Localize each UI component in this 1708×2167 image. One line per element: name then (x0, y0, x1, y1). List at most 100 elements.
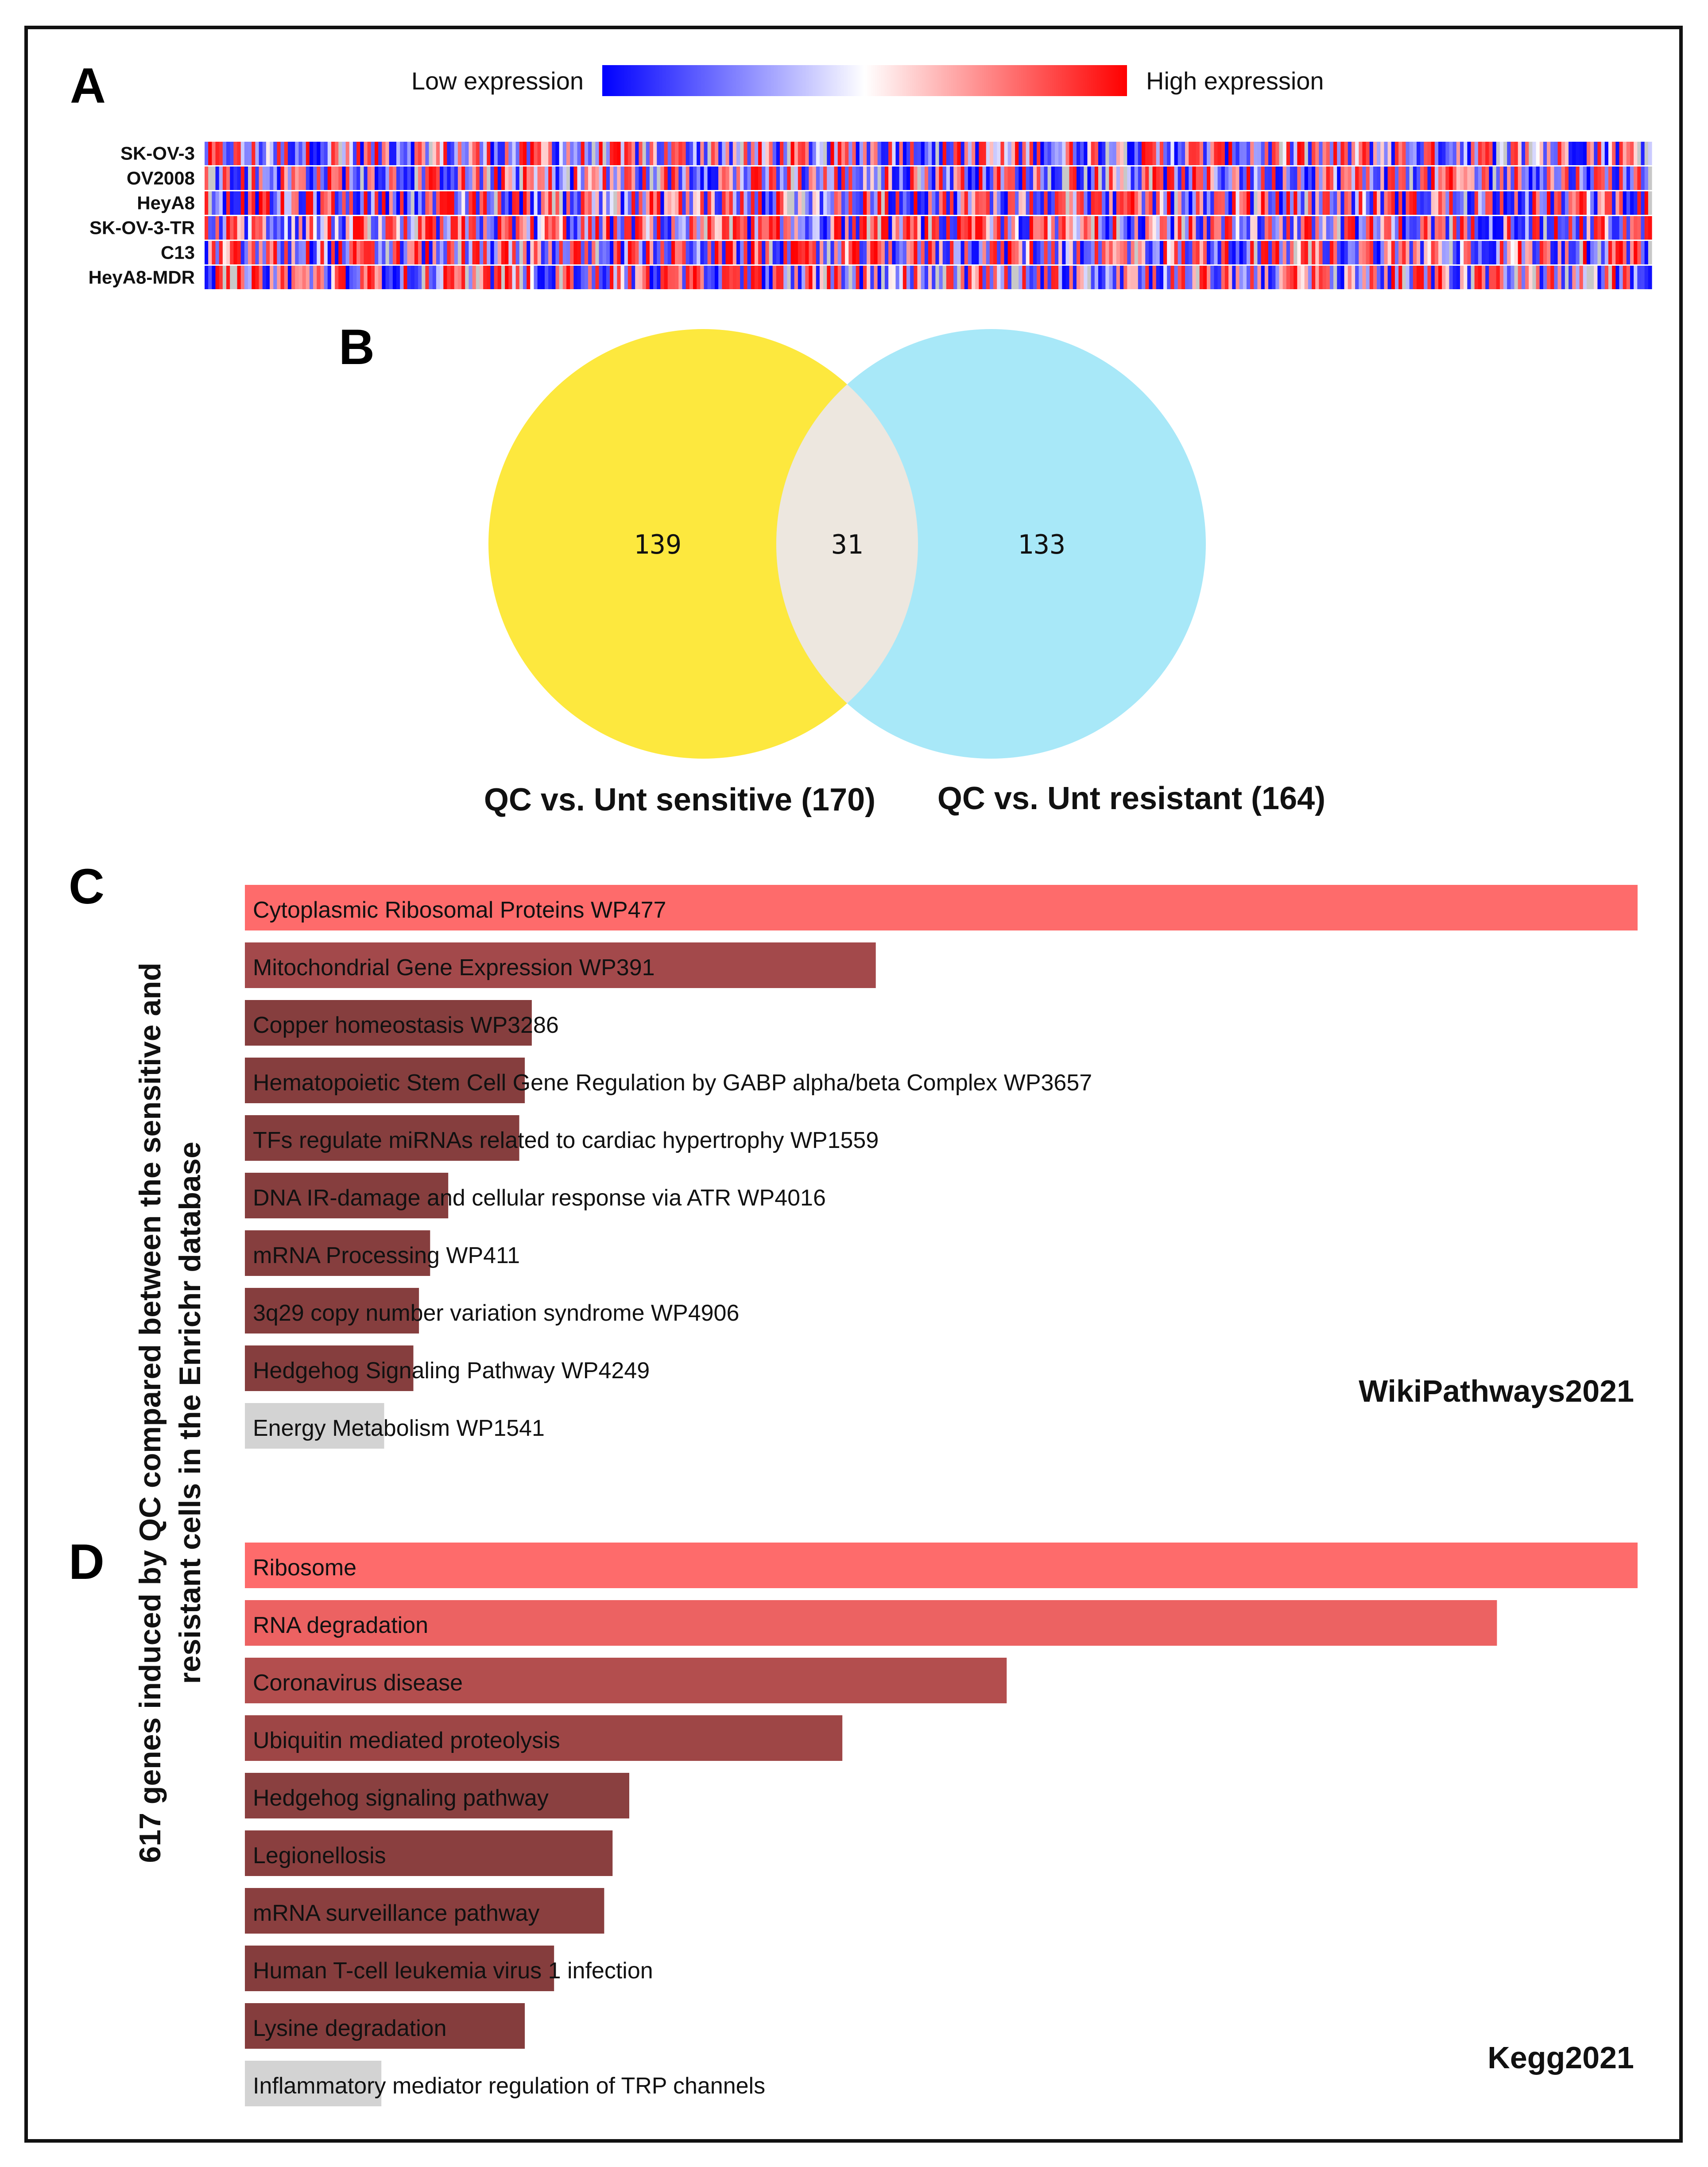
heatmap-cell (823, 266, 827, 289)
heatmap-cell (352, 216, 357, 240)
heatmap-cell (317, 266, 321, 289)
heatmap-cell (1427, 266, 1432, 289)
heatmap-cell (588, 266, 592, 289)
heatmap-cell (1630, 142, 1634, 165)
heatmap-cell (1474, 191, 1479, 215)
heatmap-cell (610, 266, 614, 289)
heatmap-cell (436, 167, 440, 190)
heatmap-cell (317, 142, 321, 165)
heatmap-cell (1149, 191, 1153, 215)
heatmap-cell (1569, 142, 1572, 165)
heatmap-cell (787, 142, 791, 165)
heatmap-cell (939, 216, 943, 240)
heatmap-cell (240, 167, 245, 190)
heatmap-cell (374, 266, 379, 289)
heatmap-cell (440, 142, 444, 165)
heatmap-cell (378, 191, 382, 215)
heatmap-cell (682, 167, 686, 190)
heatmap-cell (848, 241, 853, 264)
heatmap-cell (472, 191, 476, 215)
heatmap-cell (490, 167, 495, 190)
heatmap-cell (1004, 241, 1008, 264)
heatmap-cell (783, 241, 787, 264)
heatmap-cell (1037, 142, 1041, 165)
heatmap-cell (436, 241, 440, 264)
heatmap-cell (1420, 216, 1424, 240)
heatmap-cell (819, 266, 824, 289)
heatmap-cell (1337, 216, 1341, 240)
heatmap-cell (1565, 241, 1569, 264)
heatmap-cell (924, 216, 929, 240)
heatmap-cell (1272, 167, 1276, 190)
figure-frame (24, 26, 1683, 2143)
heatmap-cell (1503, 142, 1507, 165)
heatmap-cell (1073, 216, 1077, 240)
heatmap-cell (776, 167, 780, 190)
heatmap-cell (1583, 167, 1587, 190)
heatmap-cell (697, 191, 701, 215)
heatmap-cell (1514, 241, 1518, 264)
heatmap-cell (1326, 191, 1330, 215)
heatmap-cell (1131, 266, 1135, 289)
heatmap-cell (678, 167, 683, 190)
heatmap-cell (1022, 216, 1026, 240)
heatmap-cell (277, 191, 281, 215)
heatmap-cell (374, 167, 379, 190)
heatmap-cell (747, 241, 751, 264)
heatmap-cell (1529, 191, 1533, 215)
heatmap-cell (573, 142, 578, 165)
heatmap-cell (1337, 142, 1341, 165)
heatmap-cell (371, 191, 375, 215)
heatmap-cell (418, 216, 422, 240)
heatmap-cell (635, 167, 639, 190)
heatmap-cell (964, 167, 968, 190)
heatmap-cell (1214, 191, 1218, 215)
heatmap-cell (259, 142, 263, 165)
heatmap-cell (917, 241, 922, 264)
heatmap-cell (490, 216, 495, 240)
heatmap-cell (403, 167, 408, 190)
heatmap-cell (1142, 216, 1146, 240)
heatmap-cell (1489, 266, 1493, 289)
heatmap-cell (317, 241, 321, 264)
heatmap-cell (566, 142, 570, 165)
heatmap-cell (1054, 167, 1059, 190)
heatmap-cell (1304, 142, 1309, 165)
heatmap-cell (317, 167, 321, 190)
heatmap-cell (1471, 142, 1475, 165)
heatmap-cell (819, 167, 824, 190)
heatmap-cell (1044, 191, 1048, 215)
heatmap-cell (555, 167, 560, 190)
heatmap-cell (884, 191, 889, 215)
heatmap-cell (483, 216, 487, 240)
heatmap-cell (1467, 167, 1472, 190)
heatmap-cell (642, 266, 647, 289)
heatmap-cell (1478, 266, 1482, 289)
heatmap-cell (548, 142, 552, 165)
heatmap-cell (1261, 167, 1265, 190)
heatmap-cell (881, 266, 885, 289)
heatmap-cell (577, 216, 581, 240)
heatmap-cell (1597, 266, 1602, 289)
heatmap-cell (374, 191, 379, 215)
heatmap-cell (1626, 167, 1631, 190)
heatmap-cell (378, 266, 382, 289)
heatmap-cell (1145, 191, 1149, 215)
heatmap-cell (787, 216, 791, 240)
heatmap-cell (1044, 241, 1048, 264)
heatmap-cell (1478, 241, 1482, 264)
heatmap-cell (1069, 266, 1073, 289)
heatmap-cell (1529, 266, 1533, 289)
heatmap-cell (772, 142, 777, 165)
heatmap-cell (527, 142, 531, 165)
heatmap-cell (555, 142, 560, 165)
heatmap-cell (1340, 266, 1345, 289)
heatmap-cell (588, 241, 592, 264)
heatmap-cell (1604, 216, 1609, 240)
heatmap-cell (392, 266, 397, 289)
heatmap-cell (429, 241, 433, 264)
heatmap-cell (367, 167, 372, 190)
heatmap-cell (870, 241, 875, 264)
heatmap-cell (1217, 266, 1222, 289)
heatmap-cell (1550, 142, 1555, 165)
